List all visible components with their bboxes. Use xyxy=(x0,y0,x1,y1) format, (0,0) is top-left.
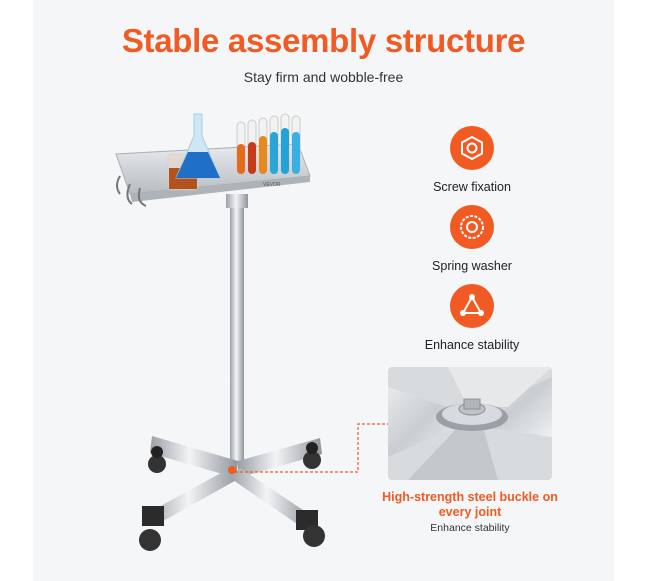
joint-detail-photo xyxy=(388,367,552,480)
brand-label: VEVOR xyxy=(263,182,281,188)
spring-washer-icon xyxy=(450,205,494,249)
detail-subcaption: Enhance stability xyxy=(430,522,510,534)
page-subtitle: Stay firm and wobble-free xyxy=(243,69,404,85)
feature-screw-fixation: Screw fixation xyxy=(412,126,532,194)
detail-connector-line xyxy=(230,423,390,473)
background-panel xyxy=(33,0,614,581)
page-title: Stable assembly structure xyxy=(121,22,526,59)
detail-caption: High-strength steel buckle on every join… xyxy=(382,490,558,519)
feature-label: Enhance stability xyxy=(424,338,520,352)
feature-spring-washer: Spring washer xyxy=(412,205,532,273)
hex-nut-icon xyxy=(450,126,494,170)
triangle-stability-icon xyxy=(450,284,494,328)
feature-enhance-stability: Enhance stability xyxy=(412,284,532,352)
mayo-stand-illustration: VEVOR xyxy=(115,113,325,551)
feature-label: Screw fixation xyxy=(433,180,511,194)
feature-label: Spring washer xyxy=(432,259,512,273)
